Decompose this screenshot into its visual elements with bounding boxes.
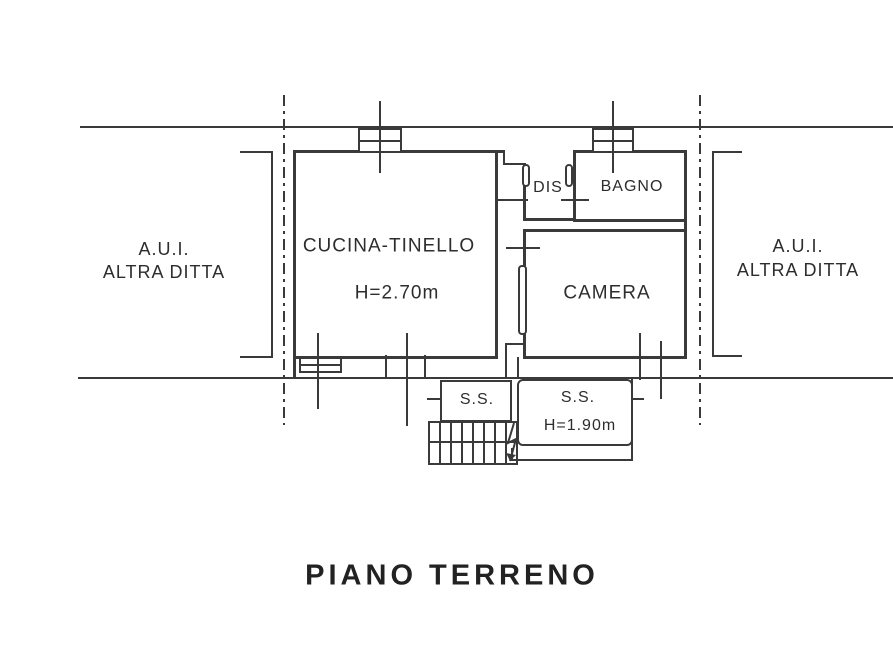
wall-corridor-bottom-step-h [505,343,525,345]
wall-corridor-step-h [503,163,525,165]
wall-camera-left-lower [523,333,526,359]
room-label-cucina: CUCINA-TINELLO [302,235,476,257]
staircase-step [505,421,507,465]
wall-bagno-right [684,150,687,359]
wall-dis-bottom [523,218,576,221]
section-line-bottom [78,377,893,379]
opening-jamb-left [385,355,387,379]
window-cucina-axis-tick [379,101,381,173]
staircase-step [461,421,463,465]
wall-ss-right-outer-left [511,448,513,461]
wall-passage-left [505,357,507,379]
adjacent-right-line1: A.U.I. [772,236,824,256]
room-label-bagno: BAGNO [600,178,664,195]
page-title: PIANO TERRENO [305,559,599,592]
window-bagno-axis-tick [612,101,614,173]
wall-cucina-left [293,150,296,379]
room-label-ss-left: S.S. [459,391,495,408]
axis-line-right [699,95,701,425]
wall-passage-right [517,357,519,379]
room-height-ss-right: H=1.90m [543,417,617,434]
window-cucina-bottom-midline [299,364,342,366]
axis-line-left [283,95,285,425]
wall-ss-right-outer-bottom [511,459,633,461]
bracket-right-vertical [712,152,714,357]
wall-cucina-bottom [293,356,498,359]
door-jamb-dis-right [565,164,573,187]
tick-ss-left-wall [427,398,448,400]
wall-camera-top [523,229,685,232]
wall-dis-left [523,163,526,221]
opening-jamb-right [424,355,426,379]
tick-ss-right-wall [623,398,644,400]
bracket-right-bottom [712,355,742,357]
adjacent-left-line1: A.U.I. [138,239,190,259]
bracket-left-bottom [240,356,273,358]
bracket-left-top [240,151,273,153]
tick-camera-bottom [639,333,641,380]
wall-camera-bottom [523,356,685,359]
room-label-camera: CAMERA [563,282,651,304]
tick-corridor-lower [506,247,540,249]
adjacent-right-line2: ALTRA DITTA [736,260,860,280]
adjacent-left-line2: ALTRA DITTA [102,262,226,282]
staircase-step [483,421,485,465]
room-ss-right-outline [517,379,633,446]
room-label-dis: DIS [533,179,563,196]
wall-dis-bagno-divider [573,150,576,221]
staircase-step [472,421,474,465]
wall-ss-right-outer-right [631,379,633,461]
wall-corridor-step-v [503,150,505,165]
bracket-left-vertical [271,152,273,358]
bracket-right-top [712,151,742,153]
section-line-top [80,126,893,128]
staircase-step [439,421,441,465]
wall-bagno-bottom [573,219,685,222]
door-leaf-camera [518,265,527,335]
wall-cucina-right [495,150,498,359]
opening-axis-tick [406,333,408,426]
tick-corridor-upper [497,199,528,201]
tick-dis-bagno [561,199,589,201]
wall-corridor-bottom-step-v [505,343,507,358]
door-jamb-dis-left [522,164,530,187]
window-cucina-bottom-axis-tick [317,333,319,409]
staircase-step [450,421,452,465]
room-height-cucina: H=2.70m [354,282,440,304]
room-label-ss-right: S.S. [560,389,596,406]
tick-camera-bottom-right [660,341,662,399]
staircase-step [494,421,496,465]
